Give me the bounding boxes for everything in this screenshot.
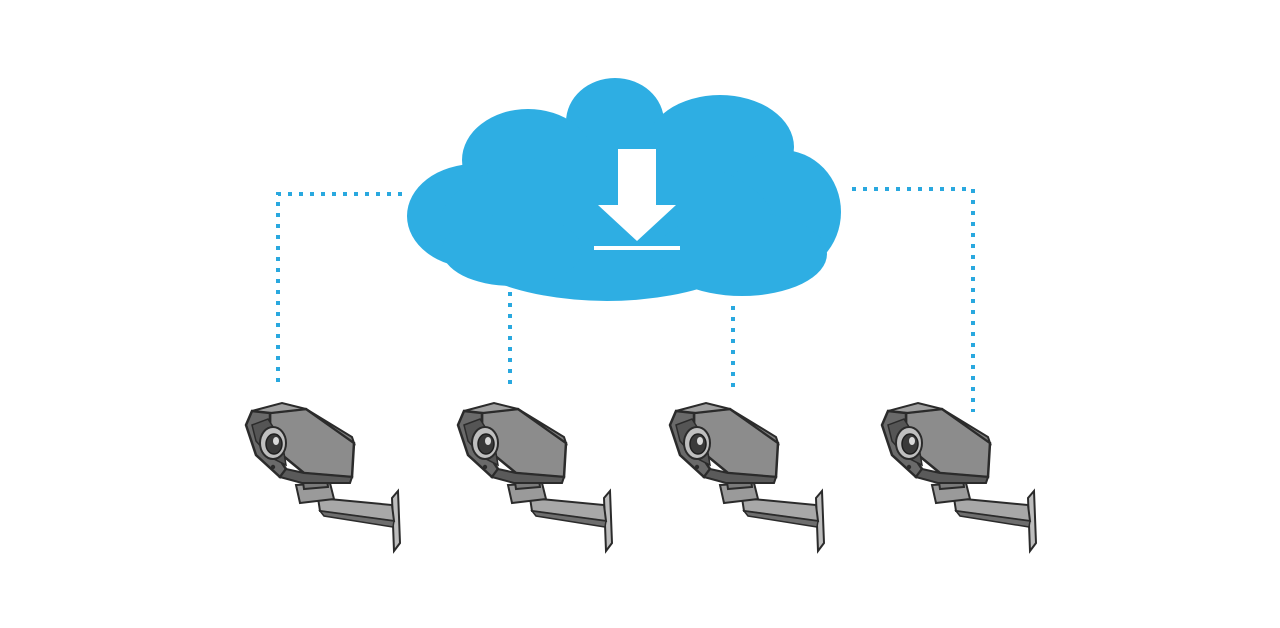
security-camera-icon [880,401,1038,553]
cloud-shape [407,78,841,301]
security-camera-icon [244,401,402,553]
security-camera-icon [456,401,614,553]
connector-line-1 [276,192,402,383]
connections [276,187,975,412]
connector-line-4 [852,187,975,412]
download-arrow-icon [594,149,680,250]
security-camera-icon [668,401,826,553]
